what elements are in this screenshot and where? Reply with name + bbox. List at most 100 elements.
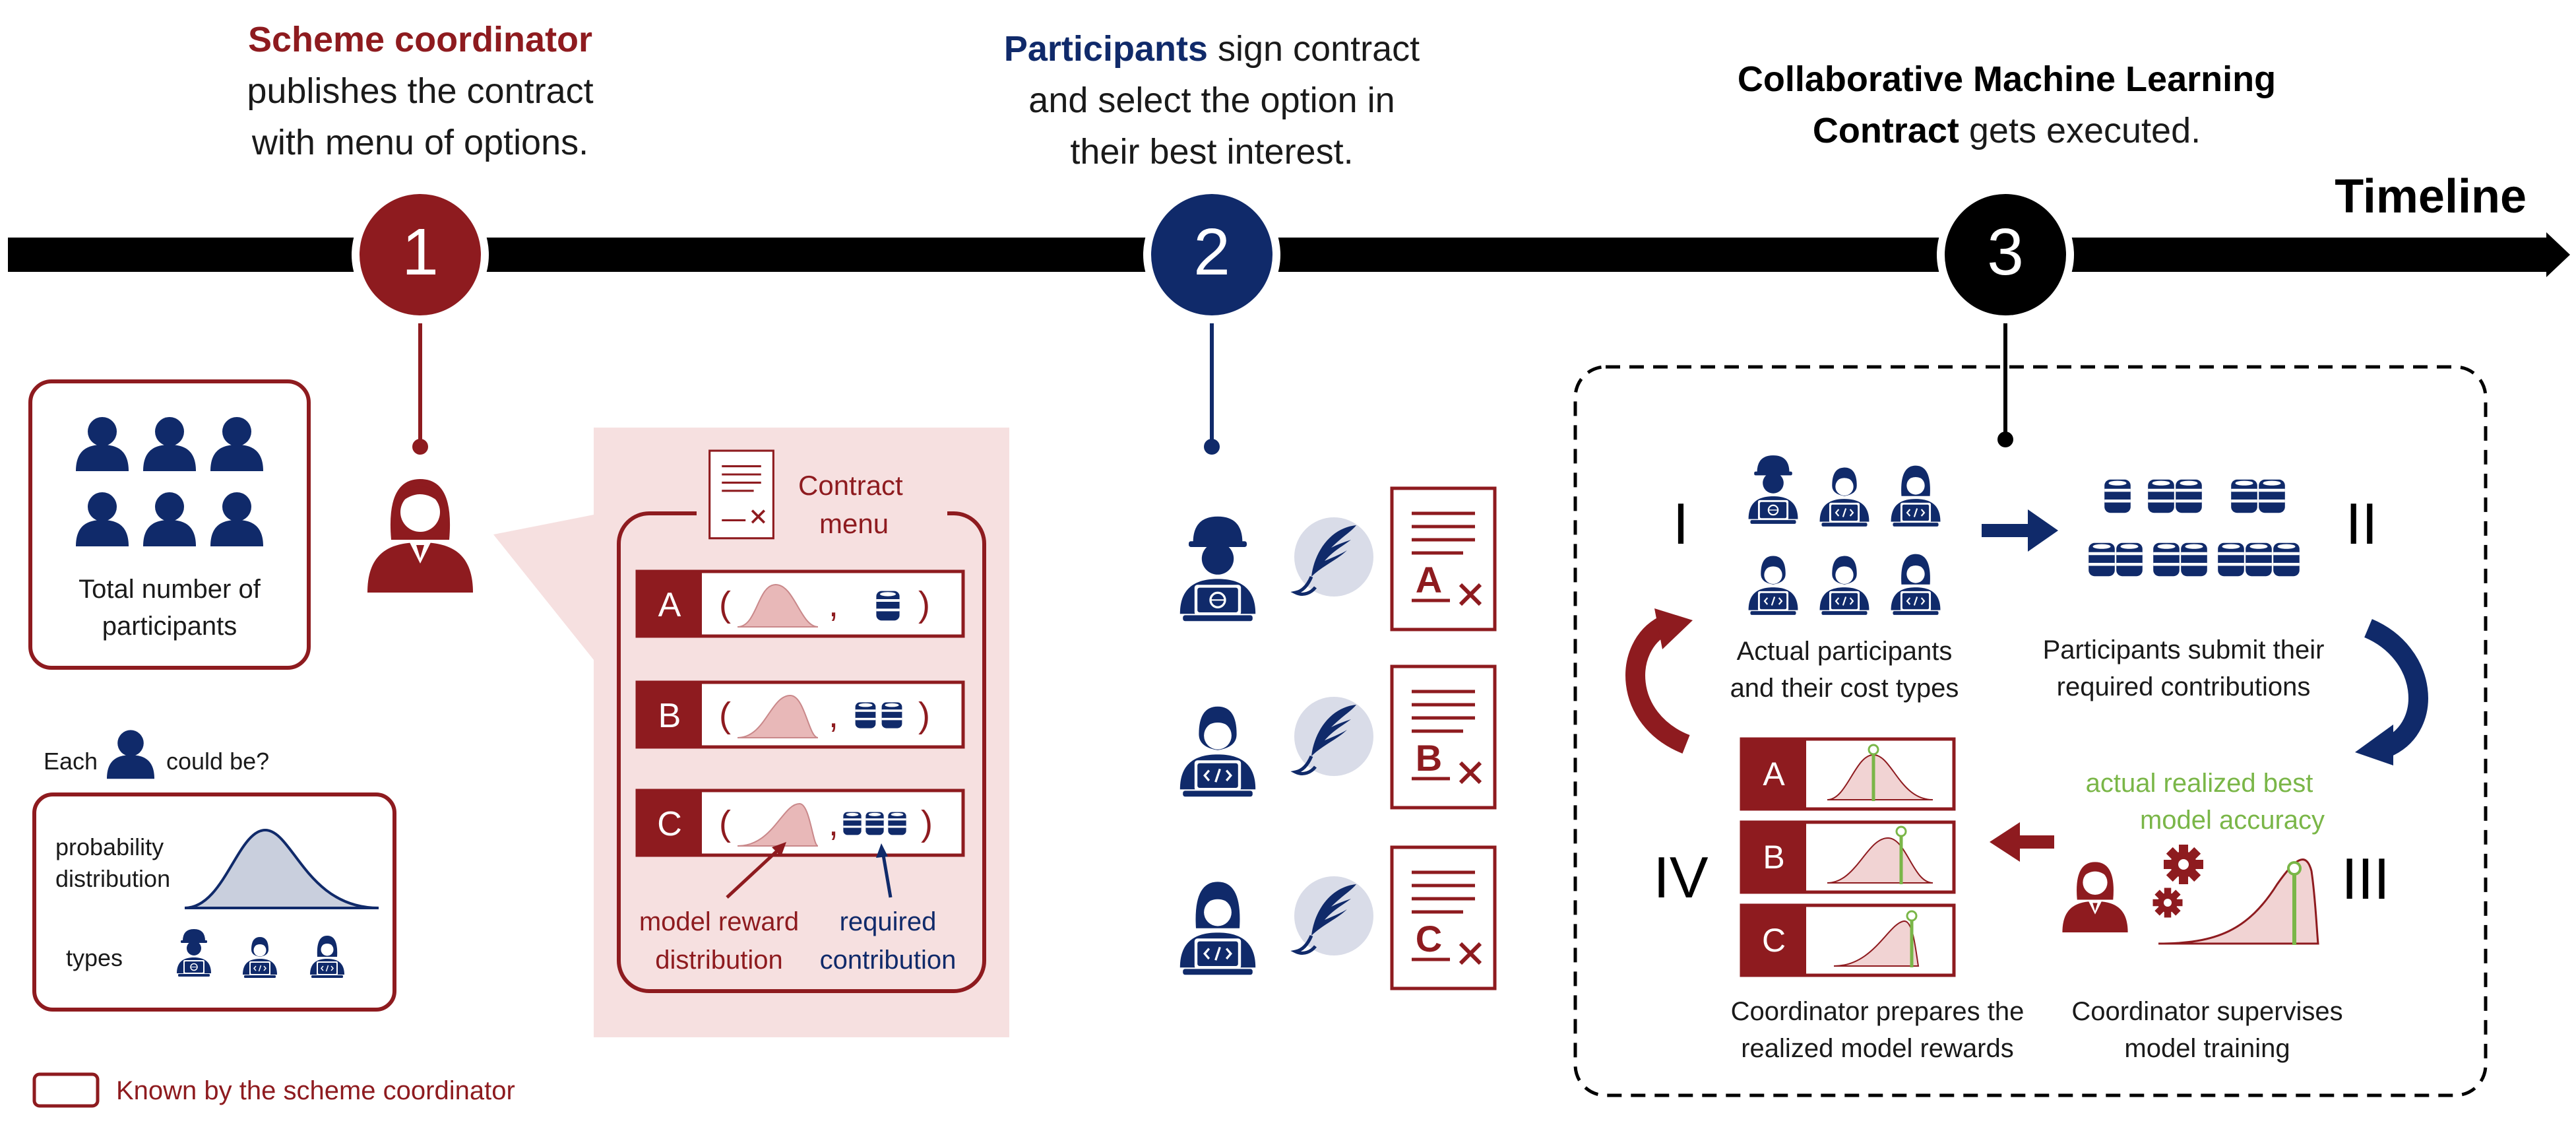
comma: , bbox=[829, 695, 838, 735]
total-label-line2: participants bbox=[102, 612, 237, 641]
step2-heading-line3: their best interest. bbox=[1070, 132, 1353, 172]
paren-open: ( bbox=[719, 585, 731, 624]
participant-row-c: C bbox=[1179, 847, 1495, 988]
step3-heading-rest: gets executed. bbox=[1959, 111, 2201, 150]
types-label: types bbox=[66, 944, 123, 971]
step1-heading-line3: with menu of options. bbox=[251, 123, 588, 162]
contract-a-letter: A bbox=[1416, 559, 1442, 600]
step2-heading-line1: Participants sign contract bbox=[1004, 29, 1420, 69]
step2-heading-line2: and select the option in bbox=[1028, 81, 1395, 120]
prob-label-line2: distribution bbox=[55, 865, 170, 892]
stage-iii-numeral: III bbox=[2341, 846, 2389, 911]
timeline-arrowhead bbox=[2546, 232, 2570, 277]
step2-heading-rest: sign contract bbox=[1208, 29, 1420, 69]
stage-iv-numeral: IV bbox=[1653, 845, 1708, 910]
paren-open: ( bbox=[719, 804, 731, 843]
timeline-label: Timeline bbox=[2335, 170, 2527, 223]
gear-icon bbox=[2152, 845, 2203, 918]
probability-curve bbox=[184, 828, 379, 909]
developer-icon bbox=[1179, 705, 1257, 798]
arrow-ii-to-iii bbox=[2364, 619, 2428, 756]
stage-ii-line2: required contributions bbox=[2057, 672, 2311, 701]
stage-i-line1: Actual participants bbox=[1737, 637, 1953, 666]
could-be-label: could be? bbox=[166, 748, 269, 775]
total-label-line1: Total number of bbox=[79, 575, 261, 604]
stage-iv-line1: Coordinator prepares the bbox=[1731, 997, 2025, 1026]
contributions-db-icons bbox=[2089, 480, 2300, 576]
step1-circle bbox=[360, 194, 481, 315]
contract-c-document bbox=[1392, 847, 1495, 988]
actual-participants-icons bbox=[1747, 455, 1941, 616]
step3-heading-bold: Contract bbox=[1813, 111, 1959, 150]
callout-pointer bbox=[493, 515, 594, 660]
annot-contrib-line1: required bbox=[840, 907, 937, 936]
step3-heading-line1: Collaborative Machine Learning bbox=[1738, 59, 2276, 99]
quill-icon bbox=[1294, 876, 1373, 955]
annot-contrib-line2: contribution bbox=[820, 946, 957, 975]
execution-box bbox=[1573, 365, 2488, 1097]
developer-female-icon bbox=[1179, 880, 1257, 976]
reward-option-a: A bbox=[1740, 737, 1956, 811]
participant-row-a: A bbox=[1179, 488, 1495, 630]
step1-heading-bold: Scheme coordinator bbox=[248, 20, 592, 59]
stage-i-line2: and their cost types bbox=[1730, 674, 1959, 703]
menu-option-a-label: A bbox=[658, 586, 681, 624]
reward-option-c: C bbox=[1740, 903, 1956, 977]
step3-number: 3 bbox=[1987, 215, 2024, 289]
accuracy-label-line1: actual realized best bbox=[2086, 769, 2313, 798]
annot-reward-line1: model reward bbox=[639, 907, 799, 936]
quill-icon bbox=[1294, 697, 1373, 776]
legend-label: Known by the scheme coordinator bbox=[116, 1076, 515, 1105]
step3-circle bbox=[1945, 194, 2066, 315]
step3-heading-line2: Contract gets executed. bbox=[1813, 111, 2201, 150]
menu-option-c-label: C bbox=[657, 805, 682, 843]
contract-b-letter: B bbox=[1416, 737, 1442, 779]
quill-icon bbox=[1294, 517, 1373, 597]
contract-b-document bbox=[1392, 666, 1495, 808]
menu-title-line2: menu bbox=[819, 508, 889, 539]
prob-label-line1: probability bbox=[55, 833, 164, 860]
menu-option-b-label: B bbox=[658, 697, 681, 735]
menu-title-line1: Contract bbox=[798, 470, 903, 501]
stage-ii-numeral: II bbox=[2346, 491, 2378, 556]
stage-iii-line2: model training bbox=[2124, 1034, 2290, 1063]
annot-reward-line2: distribution bbox=[655, 946, 782, 975]
contract-c-letter: C bbox=[1416, 918, 1442, 959]
stage-iv-line2: realized model rewards bbox=[1741, 1034, 2014, 1063]
reward-option-b-label: B bbox=[1763, 839, 1784, 876]
arrow-iv-to-i bbox=[1625, 616, 1691, 754]
coordinator-icon bbox=[367, 479, 473, 593]
accuracy-label-line2: model accuracy bbox=[2140, 806, 2325, 835]
step1-heading-line2: publishes the contract bbox=[247, 71, 593, 111]
menu-option-c[interactable]: C ( , ) bbox=[635, 789, 965, 857]
worker-icon bbox=[1179, 515, 1257, 622]
comma: , bbox=[829, 804, 838, 843]
contract-document-icon bbox=[708, 449, 775, 540]
step2-circle bbox=[1151, 194, 1272, 315]
reward-option-b: B bbox=[1740, 820, 1956, 894]
reward-option-c-label: C bbox=[1762, 922, 1786, 959]
stage-i-numeral: I bbox=[1673, 491, 1689, 556]
step2-number: 2 bbox=[1193, 215, 1230, 289]
menu-option-a[interactable]: A ( , ) bbox=[635, 569, 965, 638]
participant-row-b: B bbox=[1179, 666, 1495, 808]
person-icon bbox=[107, 730, 154, 779]
paren-close: ) bbox=[918, 695, 930, 735]
paren-close: ) bbox=[918, 585, 930, 624]
step1-number: 1 bbox=[402, 215, 439, 289]
stage-ii-line1: Participants submit their bbox=[2043, 635, 2325, 664]
arrow-i-to-ii bbox=[1982, 509, 2058, 552]
contract-a-document bbox=[1392, 488, 1495, 630]
coordinator-small-icon bbox=[2062, 862, 2128, 933]
step2-heading-bold: Participants bbox=[1004, 29, 1208, 69]
paren-close: ) bbox=[921, 804, 933, 843]
menu-option-b[interactable]: B ( , ) bbox=[635, 680, 965, 749]
paren-open: ( bbox=[719, 695, 731, 735]
arrow-iii-to-iv bbox=[1990, 822, 2054, 862]
comma: , bbox=[829, 585, 838, 624]
legend-swatch bbox=[32, 1072, 100, 1108]
reward-option-a-label: A bbox=[1763, 756, 1785, 792]
each-label: Each bbox=[44, 748, 98, 775]
stage-iii-line1: Coordinator supervises bbox=[2071, 997, 2342, 1026]
